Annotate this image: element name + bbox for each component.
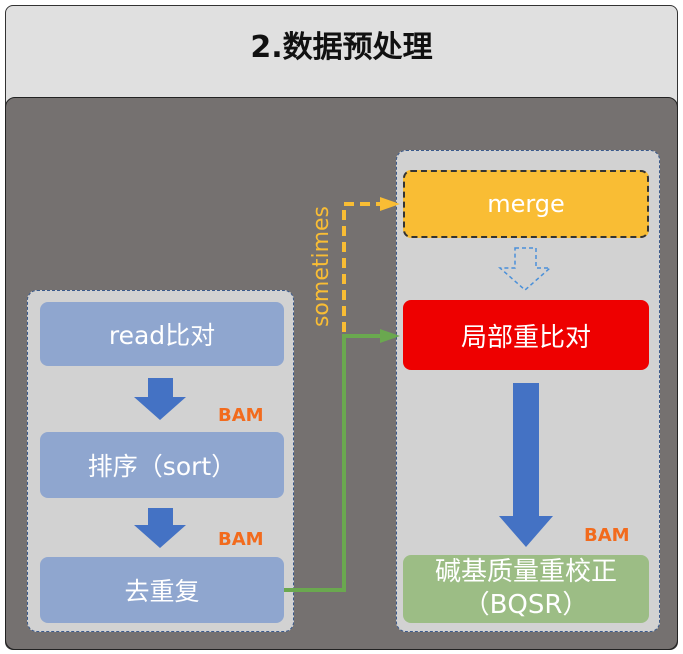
down-arrow-2: [134, 508, 186, 548]
bam-label-sort: BAM: [218, 529, 264, 550]
down-arrow-1: [134, 378, 186, 420]
bqsr-step: 碱基质量重校正（BQSR）: [403, 555, 649, 623]
page-title: 2.数据预处理: [250, 30, 433, 65]
yellow-arrowhead: [380, 197, 400, 211]
bam-label-align: BAM: [218, 405, 264, 426]
green-arrowhead: [380, 329, 400, 343]
sort-step: 排序（sort）: [40, 432, 284, 498]
read-align-step: read比对: [40, 302, 284, 366]
merge-step: merge: [403, 170, 649, 238]
local-realign-step: 局部重比对: [403, 300, 649, 370]
dedup-step: 去重复: [40, 557, 284, 623]
realign-to-bqsr-arrow: [499, 383, 553, 547]
bam-label-realign: BAM: [584, 525, 630, 546]
sometimes-connector: [342, 202, 380, 332]
dedup-to-realign-connector: [284, 334, 382, 592]
hollow-down-arrow: [498, 247, 552, 291]
